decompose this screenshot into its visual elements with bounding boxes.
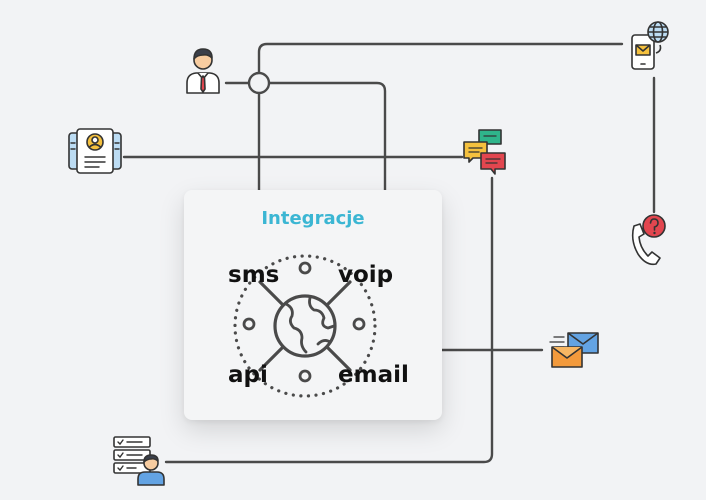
businessman-icon <box>186 48 220 94</box>
label-email: email <box>338 362 409 388</box>
speech-bubbles-icon <box>463 129 506 175</box>
label-voip: voip <box>338 262 394 288</box>
line-bottom-user <box>164 176 494 464</box>
line-top-globe <box>257 42 624 192</box>
junction-node <box>247 71 271 95</box>
globe-icon <box>233 254 377 398</box>
integration-card: Integracje sms voip api email <box>184 190 442 420</box>
user-checklist-icon <box>113 436 165 486</box>
label-sms: sms <box>228 262 280 288</box>
line-businessman <box>224 81 387 192</box>
id-card-icon <box>68 128 122 174</box>
label-api: api <box>228 362 268 388</box>
email-envelopes-icon <box>549 332 599 368</box>
phone-question-icon <box>631 214 666 266</box>
web-message-phone-icon <box>631 21 669 70</box>
card-title: Integracje <box>261 208 365 229</box>
